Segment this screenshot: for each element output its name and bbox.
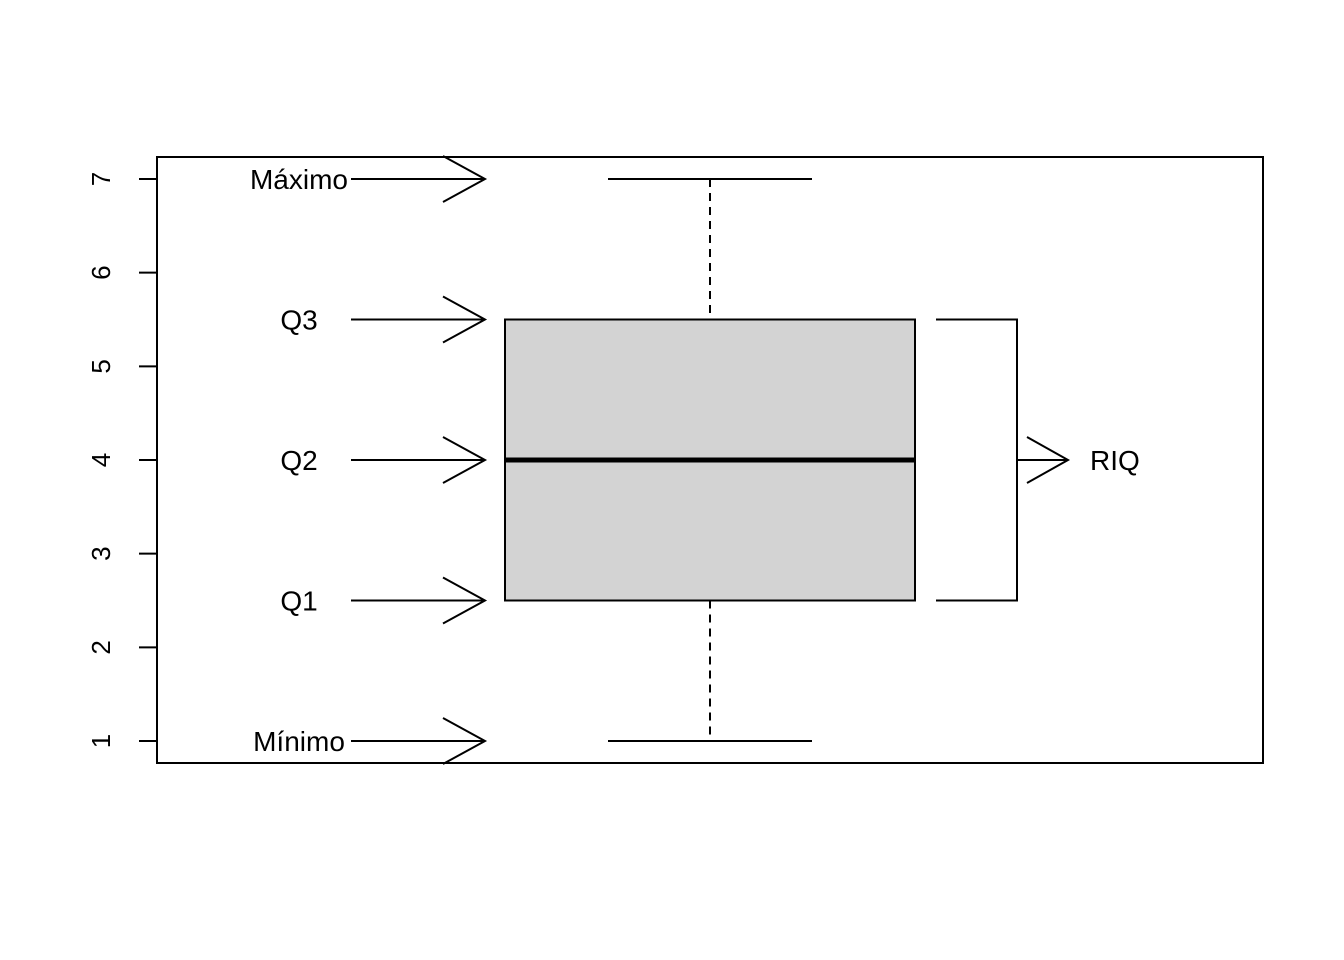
annotation-label-maximo: Máximo [250,164,348,195]
y-axis: 1 2 3 4 5 6 7 [86,172,157,748]
boxplot [504,178,916,742]
y-tick-label: 1 [86,734,116,748]
y-tick-label: 3 [86,546,116,560]
y-tick-label: 4 [86,453,116,467]
arrow-head-icon [1026,436,1071,484]
arrow-head-icon [442,436,488,484]
iqr-bracket: RIQ [936,318,1140,602]
arrow-head-icon [442,576,488,625]
y-tick-label: 7 [86,172,116,186]
annotation-label-q1: Q1 [280,586,317,617]
arrow-head-icon [442,295,488,344]
annotation-label-q2: Q2 [280,445,317,476]
bracket-label-riq: RIQ [1090,445,1140,476]
annotation-label-minimo: Mínimo [253,726,345,757]
y-tick-label: 2 [86,640,116,654]
arrow-head-icon [442,155,488,203]
y-tick-label: 5 [86,359,116,373]
annotation-label-q3: Q3 [280,305,317,336]
arrow-head-icon [442,717,488,765]
bracket-line [936,318,1018,602]
y-tick-label: 6 [86,265,116,279]
